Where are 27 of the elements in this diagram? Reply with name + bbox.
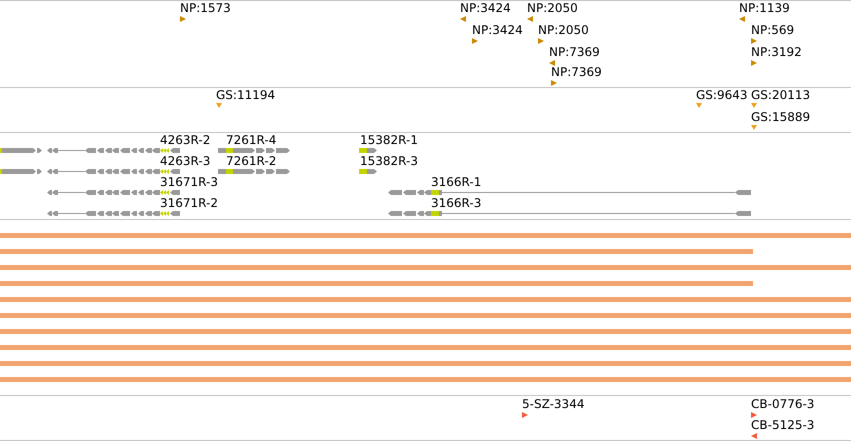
feature-label: NP:2050 (527, 1, 578, 15)
feature-label: 7261R-2 (226, 154, 276, 168)
feature-label: 4263R-2 (160, 133, 210, 147)
feature-label: GS:11194 (216, 88, 276, 102)
feature-label: NP:569 (751, 23, 794, 37)
feature-label: NP:3192 (751, 45, 802, 59)
feature-label: GS:15889 (751, 110, 810, 124)
feature-label: 15382R-1 (360, 133, 418, 147)
feature-label: 31671R-3 (160, 175, 218, 189)
feature-label: NP:7369 (549, 45, 600, 59)
feature-label: 7261R-4 (226, 133, 276, 147)
feature-label: NP:1573 (180, 1, 231, 15)
feature-label: GS:20113 (751, 88, 810, 102)
feature-label: 31671R-2 (160, 196, 218, 210)
feature-label: CB-0776-3 (751, 397, 814, 411)
feature-label: NP:7369 (551, 65, 602, 79)
feature-label: 15382R-3 (360, 154, 418, 168)
feature-label: NP:3424 (460, 1, 511, 15)
feature-label: 3166R-1 (431, 175, 482, 189)
feature-label: 5-SZ-3344 (522, 397, 584, 411)
feature-label: GS:9643 (696, 88, 748, 102)
feature-label: CB-5125-3 (751, 418, 814, 432)
feature-label: NP:1139 (739, 1, 790, 15)
feature-label: 3166R-3 (431, 196, 482, 210)
feature-label: NP:2050 (538, 23, 589, 37)
feature-label: NP:3424 (472, 23, 523, 37)
feature-label: 4263R-3 (160, 154, 210, 168)
